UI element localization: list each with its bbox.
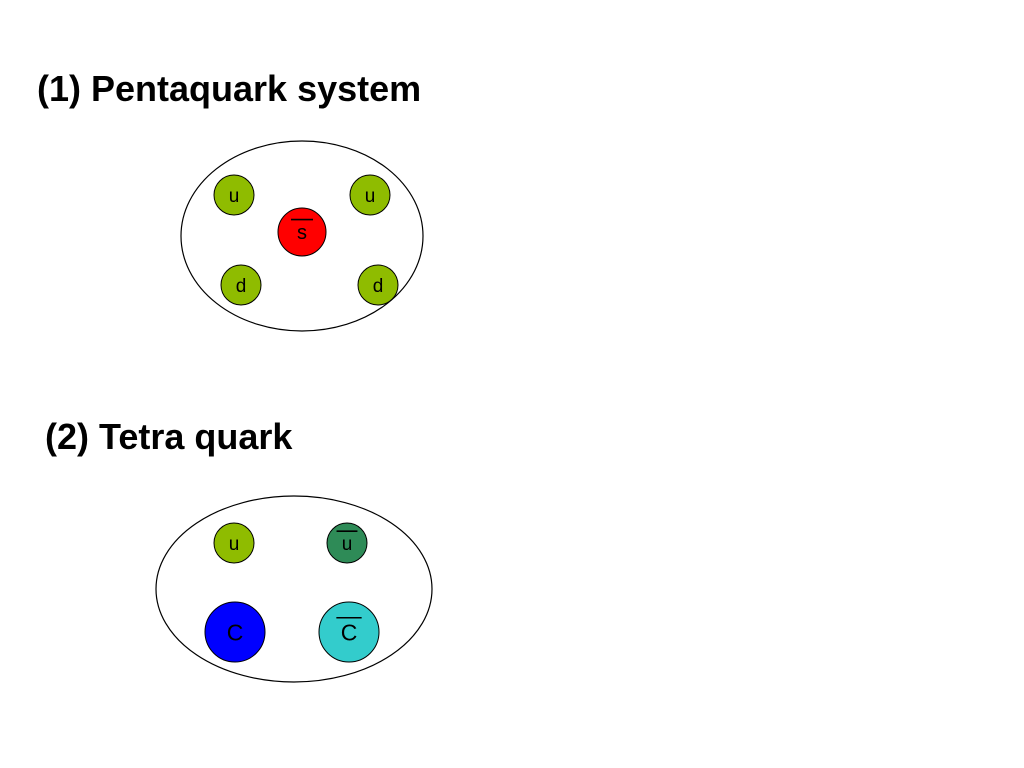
hadron-boundary: [155, 495, 433, 683]
quark-circle: [357, 264, 399, 306]
quark-label: u: [229, 186, 240, 207]
pentaquark-title: (1) Pentaquark system: [37, 68, 422, 109]
hadron-boundary: [180, 140, 424, 332]
quark-circle: [213, 522, 255, 564]
quark-label: s: [297, 222, 307, 244]
c-quark: C: [204, 601, 266, 663]
quark-circle: [204, 601, 266, 663]
u-quark: u: [349, 174, 391, 216]
d-quark: d: [357, 264, 399, 306]
quark-circle: [326, 522, 368, 564]
d-quark: d: [220, 264, 262, 306]
quark-circle: [277, 207, 327, 257]
pentaquark-diagram: u u s d d: [180, 140, 424, 332]
anti-c-quark: C: [318, 601, 380, 663]
quark-label: C: [341, 619, 358, 645]
quark-label: d: [373, 276, 384, 297]
quark-label: u: [229, 534, 240, 555]
quark-circle: [349, 174, 391, 216]
quark-circle: [220, 264, 262, 306]
anti-s-quark: s: [277, 207, 327, 257]
tetraquark-diagram: u uC C: [155, 495, 433, 683]
tetraquark-title: (2) Tetra quark: [45, 416, 293, 457]
quark-label: d: [236, 276, 247, 297]
anti-u-quark: u: [326, 522, 368, 564]
quark-label: u: [365, 186, 376, 207]
quark-circle: [318, 601, 380, 663]
quark-circle: [213, 174, 255, 216]
u-quark: u: [213, 174, 255, 216]
u-quark: u: [213, 522, 255, 564]
quark-label: C: [227, 619, 244, 645]
quark-label: u: [342, 534, 353, 555]
